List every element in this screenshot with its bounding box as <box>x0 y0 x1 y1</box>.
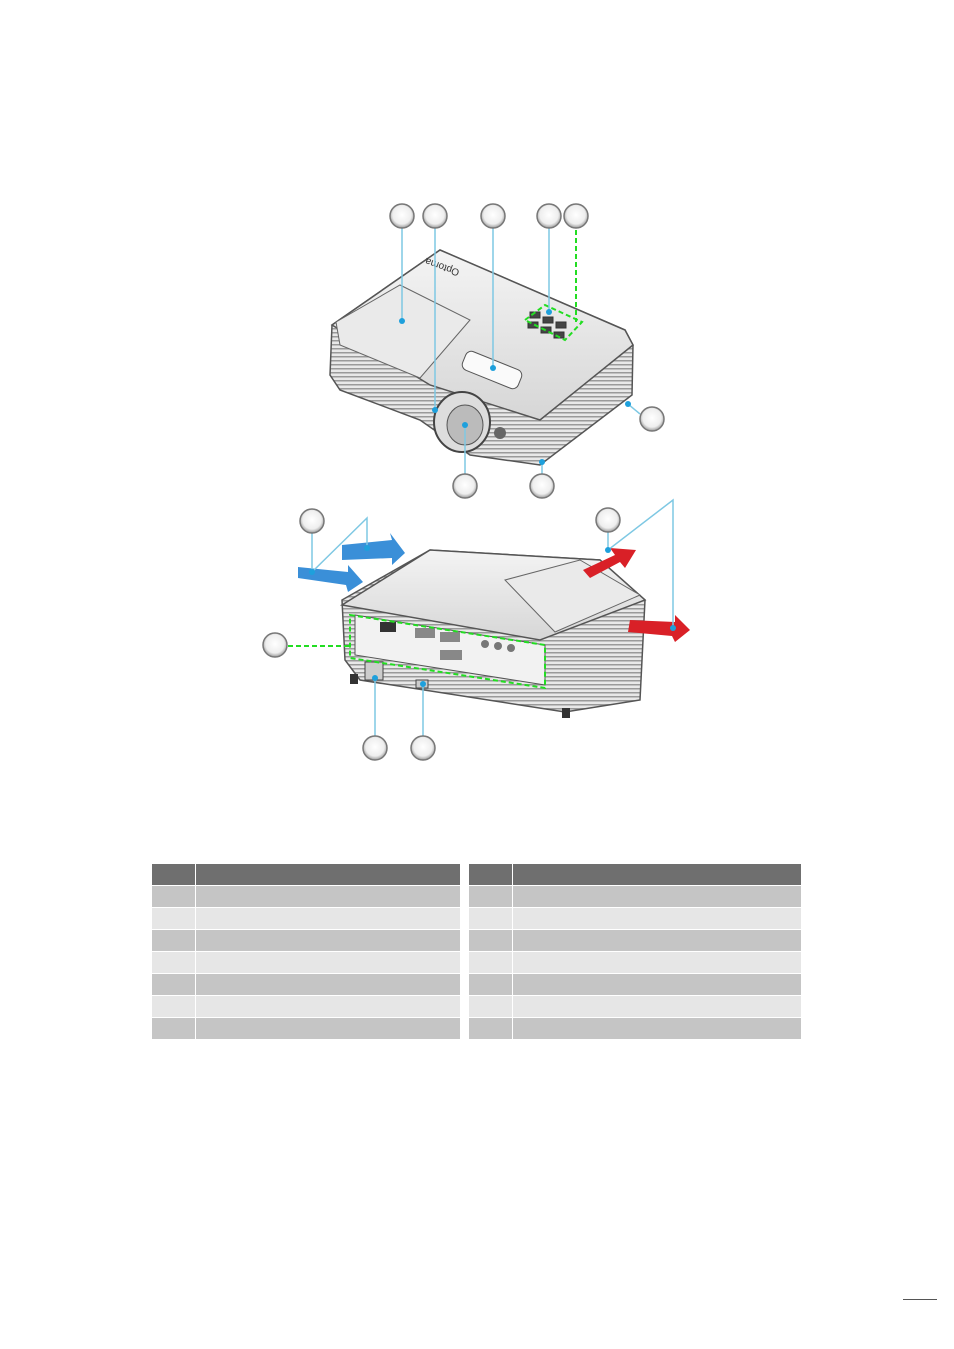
callout-circle <box>529 473 555 499</box>
legend-table-left <box>151 863 461 1040</box>
callout-circle <box>422 203 448 229</box>
callout-circle <box>389 203 415 229</box>
callout-circle <box>595 507 621 533</box>
highlight-outlines <box>288 230 584 690</box>
callout-circle <box>410 735 436 761</box>
callout-circle <box>480 203 506 229</box>
callout-circle <box>299 508 325 534</box>
callout-dots <box>309 309 676 687</box>
footer-rule <box>903 1299 937 1300</box>
callout-circle <box>639 406 665 432</box>
callout-circle <box>362 735 388 761</box>
keypad <box>527 311 567 339</box>
callout-circle <box>262 632 288 658</box>
callout-circle <box>452 473 478 499</box>
callout-circle <box>563 203 589 229</box>
air-exhaust-arrows <box>583 548 690 642</box>
callout-circles <box>262 203 665 761</box>
projector-rear-view <box>339 549 647 718</box>
projector-diagram: Optoma <box>262 203 690 761</box>
projector-front-view: Optoma <box>329 249 634 466</box>
callout-circle <box>536 203 562 229</box>
legend-table-right <box>468 863 802 1040</box>
